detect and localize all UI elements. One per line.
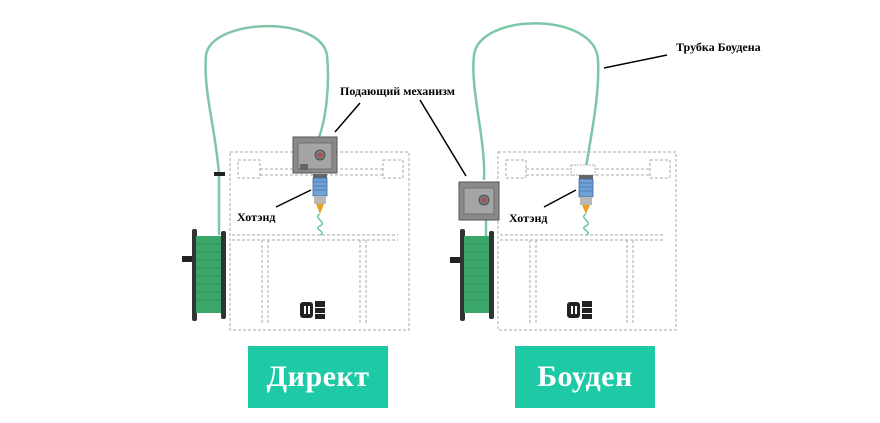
direct-hotend-leader (275, 189, 312, 208)
direct-badge: Директ (248, 346, 388, 408)
direct-filament (204, 24, 330, 235)
bowden-hotend-icon (570, 164, 596, 236)
direct-feeder-leader (334, 102, 361, 133)
direct-logo (300, 301, 325, 319)
bowden-feeder-leader (419, 99, 467, 177)
bowden-hotend-label: Хотэнд (509, 211, 548, 225)
bowden-tube-label: Трубка Боудена (676, 40, 761, 54)
bowden-tube-leader (603, 54, 668, 69)
bowden-printer: Трубка Боудена Хотэнд (419, 22, 761, 331)
direct-spool (182, 229, 226, 321)
bowden-badge: Боуден (515, 346, 655, 408)
bowden-logo (567, 301, 592, 319)
direct-hotend-label: Хотэнд (237, 210, 276, 224)
bowden-spool (450, 229, 494, 321)
bowden-hotend-leader (543, 189, 577, 208)
bowden-tube (472, 22, 600, 181)
bowden-frame (497, 151, 677, 331)
direct-feeder-icon (292, 136, 338, 174)
direct-printer: Подающий механизм Хотэнд (182, 24, 455, 331)
bowden-feeder-icon (458, 181, 500, 221)
direct-feeder-label: Подающий механизм (340, 84, 455, 98)
direct-frame (229, 151, 410, 331)
direct-filament-clip (214, 172, 225, 176)
direct-hotend-icon (312, 174, 328, 236)
